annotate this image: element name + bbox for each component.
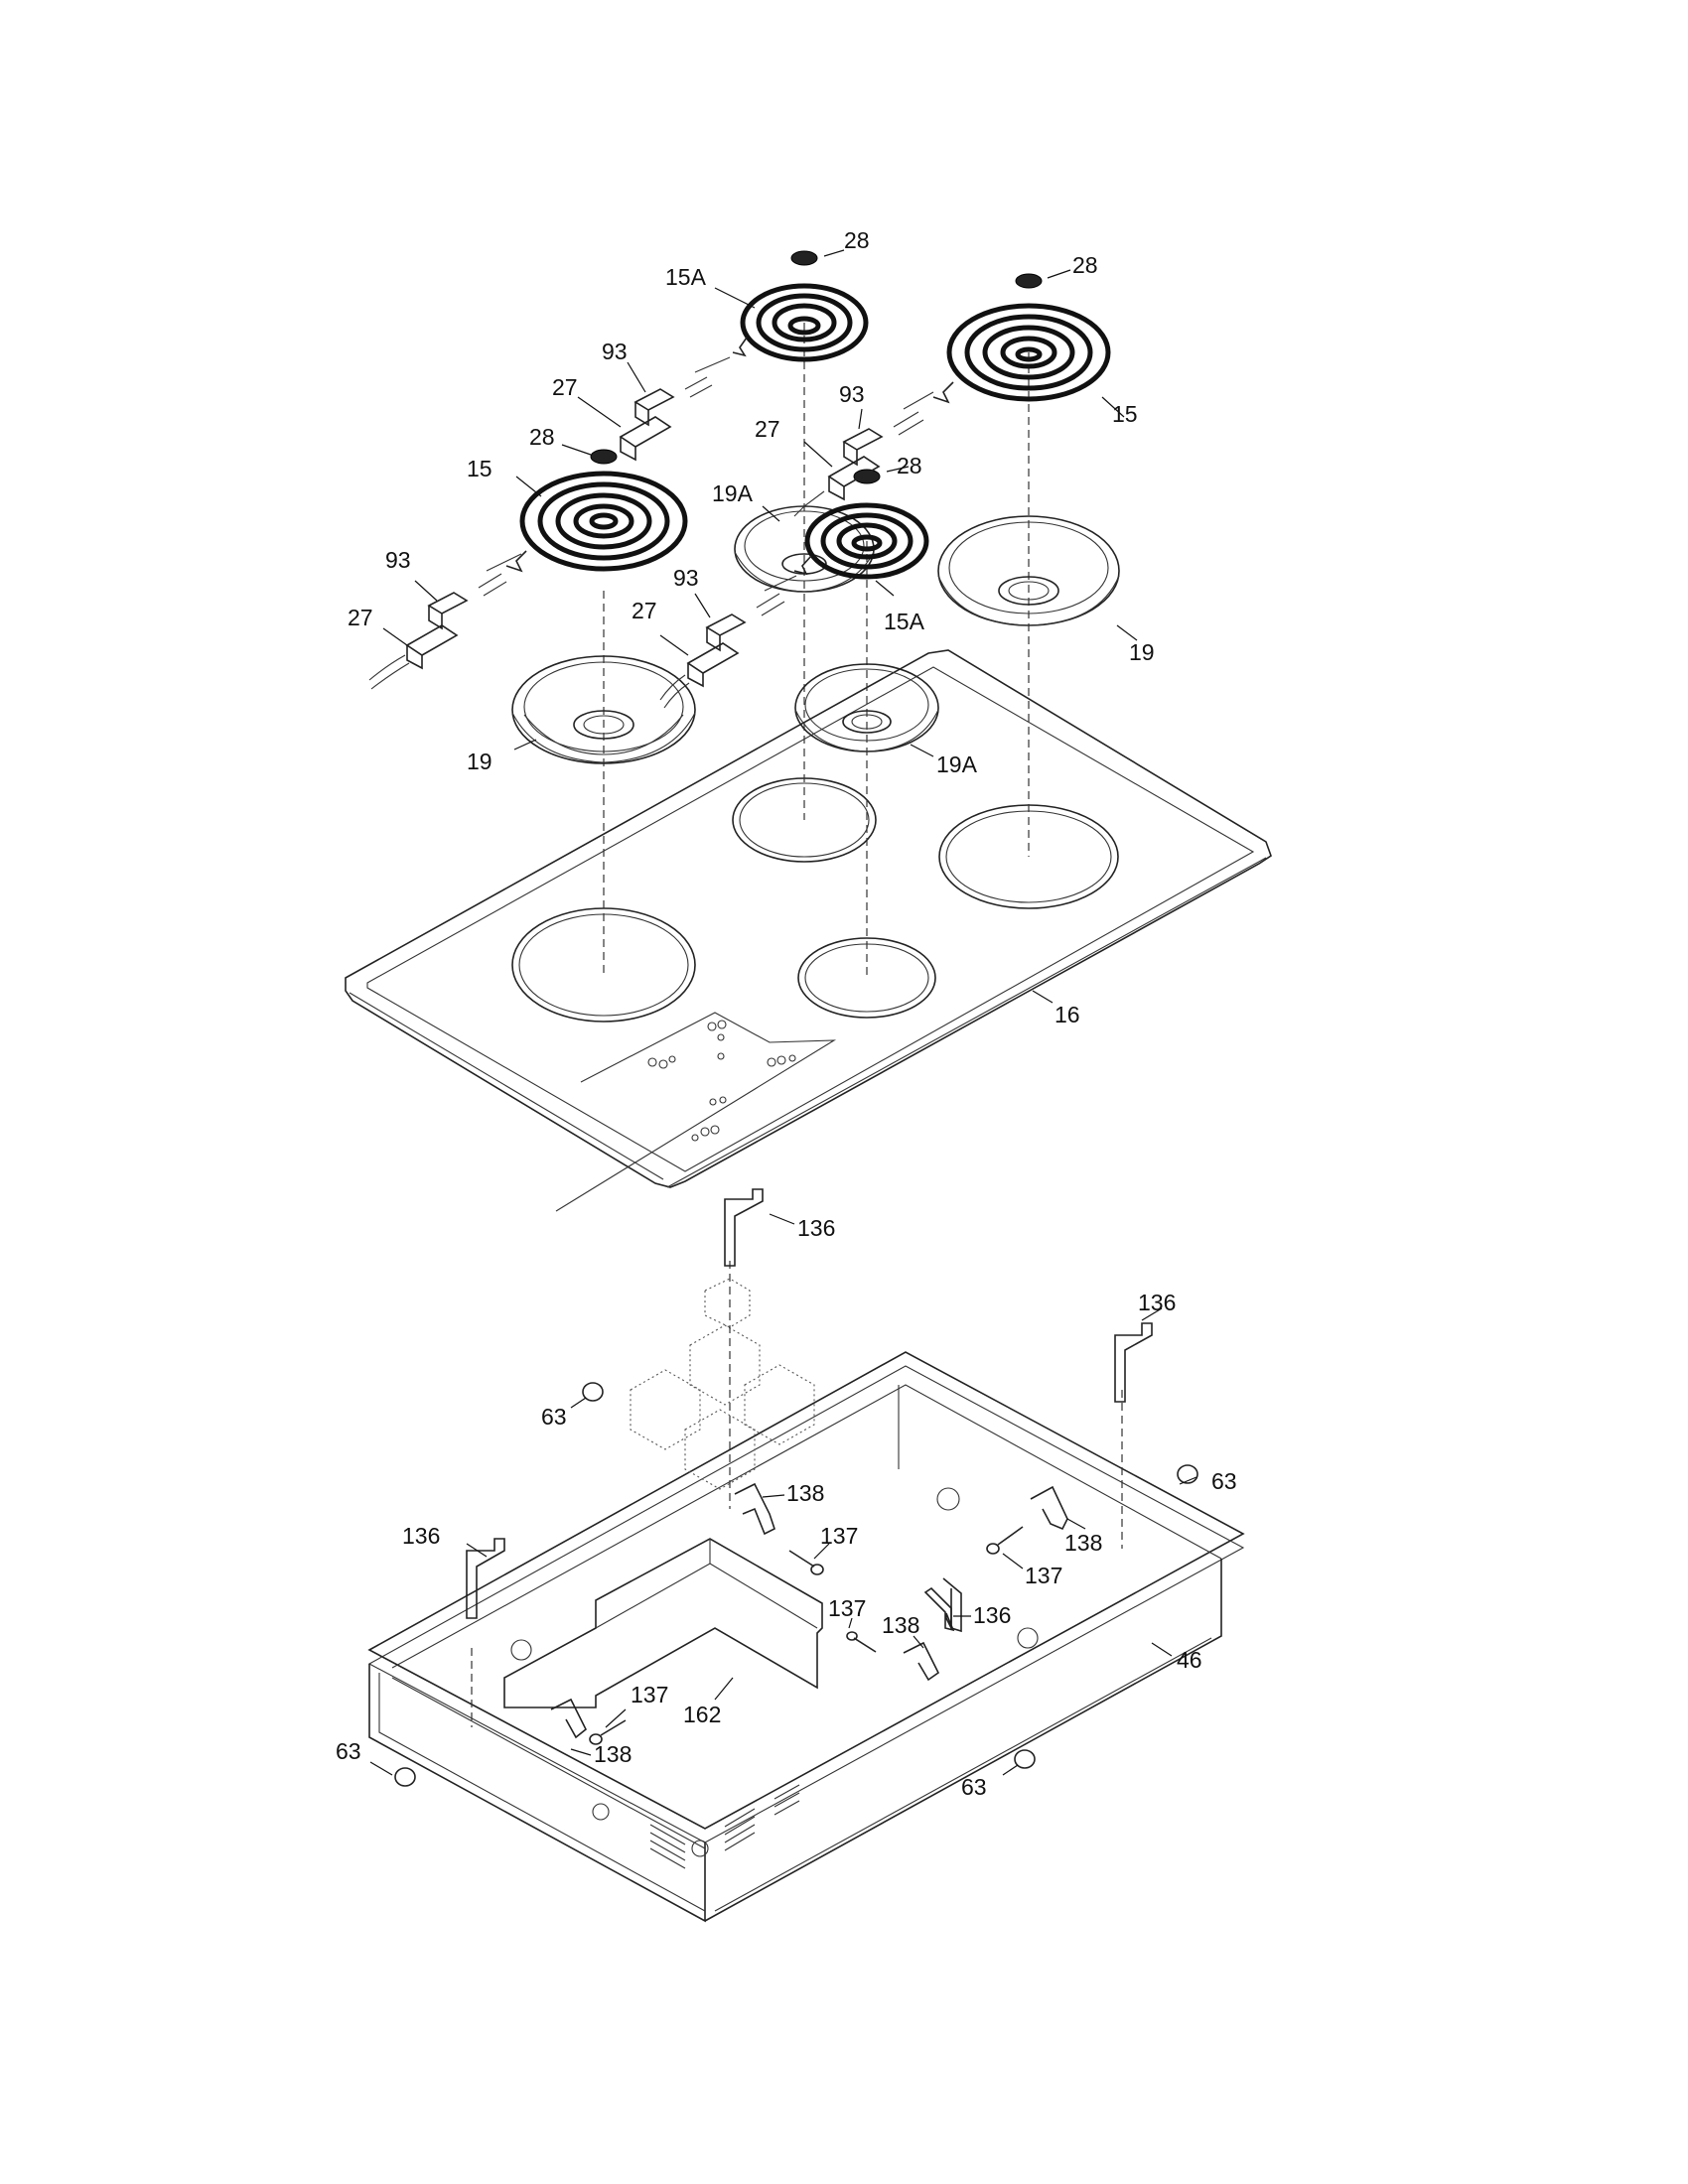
burner-element-15-right (932, 303, 1111, 404)
callout-138-a: 138 (786, 1480, 824, 1506)
callout-93-c: 93 (385, 547, 411, 573)
callout-19a-rear: 19A (712, 480, 754, 506)
callout-136-a: 136 (797, 1215, 835, 1241)
callout-93-b: 93 (839, 381, 865, 407)
callout-19-right: 19 (1129, 639, 1155, 665)
callout-46: 46 (1177, 1647, 1202, 1673)
drip-pan-19-right (937, 515, 1120, 626)
burner-element-15a-rear (732, 283, 869, 362)
callout-labels: 28 15A 28 93 27 28 93 27 15 28 15 19A 93… (336, 227, 1237, 1800)
callout-16: 16 (1055, 1002, 1080, 1027)
callout-137-c: 137 (828, 1595, 866, 1621)
callout-63-b: 63 (1211, 1468, 1237, 1494)
mounting-brackets-136 (466, 1188, 1153, 1633)
callout-28-b: 28 (1072, 252, 1098, 278)
heat-shield-162 (503, 1538, 823, 1708)
callout-27-b: 27 (755, 416, 780, 442)
callout-19-left: 19 (467, 749, 492, 774)
callout-138-b: 138 (1064, 1530, 1102, 1556)
callout-138-c: 138 (882, 1612, 919, 1638)
callout-19a-center: 19A (936, 751, 978, 777)
burner-element-15a-center (793, 502, 929, 580)
callout-93-d: 93 (673, 565, 699, 591)
callout-28-d: 28 (897, 453, 922, 478)
infinite-switches (471, 1261, 1123, 1727)
callout-63-c: 63 (336, 1738, 361, 1764)
clips-138 (550, 1482, 1068, 1739)
callout-63-a: 63 (541, 1404, 567, 1430)
terminal-receptacles (368, 356, 934, 709)
leader-lines (369, 249, 1197, 1776)
cooktop-panel (345, 649, 1272, 1212)
callout-137-a: 137 (820, 1523, 858, 1549)
callout-28-c: 28 (529, 424, 555, 450)
callout-136-c: 136 (402, 1523, 440, 1549)
callout-136-d: 136 (973, 1602, 1011, 1628)
callout-162: 162 (683, 1702, 721, 1727)
screws-137 (589, 1526, 1024, 1745)
callout-15-right: 15 (1112, 401, 1138, 427)
callout-28-a: 28 (844, 227, 870, 253)
callout-27-c: 27 (348, 605, 373, 630)
callout-136-b: 136 (1138, 1290, 1176, 1315)
callout-63-d: 63 (961, 1774, 987, 1800)
callout-15a-rear: 15A (665, 264, 707, 290)
drip-pan-19-left (511, 655, 696, 764)
bumpers-63 (394, 1382, 1198, 1787)
callout-27-d: 27 (632, 598, 657, 623)
alignment-lines (603, 323, 1030, 978)
callout-27-a: 27 (552, 374, 578, 400)
callout-15a-center: 15A (884, 609, 925, 634)
callout-137-d: 137 (631, 1682, 668, 1707)
burner-element-15-left (505, 471, 688, 573)
center-caps-28 (590, 250, 1043, 484)
callout-15-left: 15 (467, 456, 492, 481)
burner-box (367, 1351, 1245, 1923)
callout-137-b: 137 (1025, 1563, 1062, 1588)
callout-138-d: 138 (594, 1741, 632, 1767)
callout-93-a: 93 (602, 339, 628, 364)
drip-pan-19a-center (794, 663, 939, 752)
